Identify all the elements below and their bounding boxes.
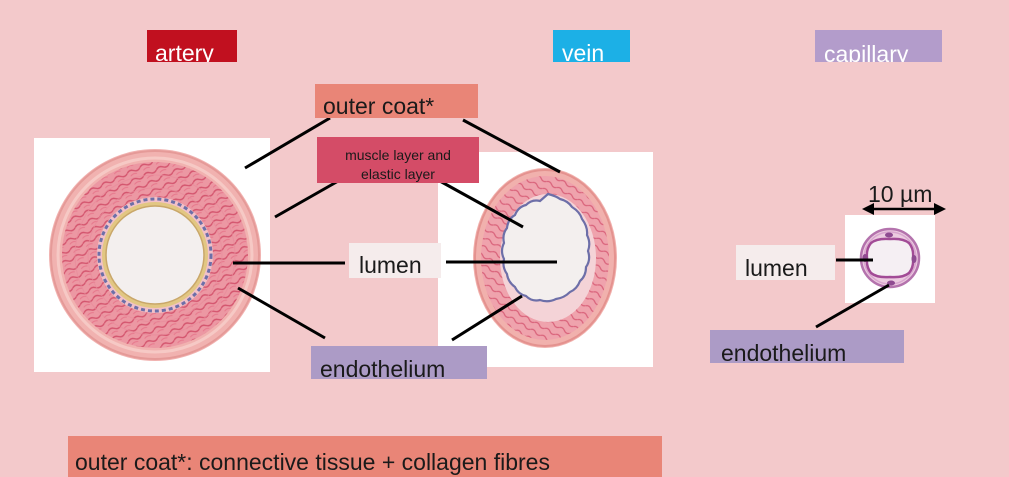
leader-outer-coat-artery xyxy=(244,116,331,170)
capillary-lumen-label: lumen xyxy=(736,245,835,280)
muscle-layer-label: muscle layer and elastic layer xyxy=(317,137,479,183)
footnote-label-text: outer coat*: connective tissue + collage… xyxy=(75,449,550,475)
endothelium-label: endothelium xyxy=(311,346,487,379)
lumen-label-text: lumen xyxy=(359,252,422,278)
scale-label: 10 µm xyxy=(868,181,933,207)
leader-muscle-vein xyxy=(437,178,524,229)
leader-lines xyxy=(233,116,890,342)
artery-header: artery xyxy=(147,30,237,62)
leader-outer-coat-vein xyxy=(462,118,561,174)
artery-cross-section xyxy=(49,149,261,361)
leader-endothelium-vein xyxy=(451,294,523,342)
outer-coat-label-text: outer coat* xyxy=(323,93,435,118)
vein-header: vein xyxy=(553,30,630,62)
endothelium-label-text: endothelium xyxy=(320,356,446,380)
capillary-endothelium-label-text: endothelium xyxy=(721,340,847,364)
muscle-layer-label-line1: muscle layer and xyxy=(345,147,451,163)
lumen-label: lumen xyxy=(349,243,441,278)
artery-header-text: artery xyxy=(155,40,214,63)
scale-arrow xyxy=(862,203,946,215)
leader-endothelium-artery xyxy=(237,286,326,340)
capillary-endothelium-label: endothelium xyxy=(710,330,904,363)
vein-cross-section xyxy=(473,168,617,348)
capillary-header: capillary xyxy=(815,30,942,62)
capillary-lumen-label-text: lumen xyxy=(745,255,808,281)
footnote-label: outer coat*: connective tissue + collage… xyxy=(68,436,662,477)
leader-muscle-artery xyxy=(274,178,341,219)
capillary-cross-section xyxy=(859,227,921,289)
outer-coat-label: outer coat* xyxy=(315,84,478,118)
muscle-layer-label-line2: elastic layer xyxy=(361,166,435,182)
capillary-header-text: capillary xyxy=(824,41,909,63)
leader-endothelium-capillary xyxy=(815,283,890,329)
vein-header-text: vein xyxy=(562,40,605,63)
